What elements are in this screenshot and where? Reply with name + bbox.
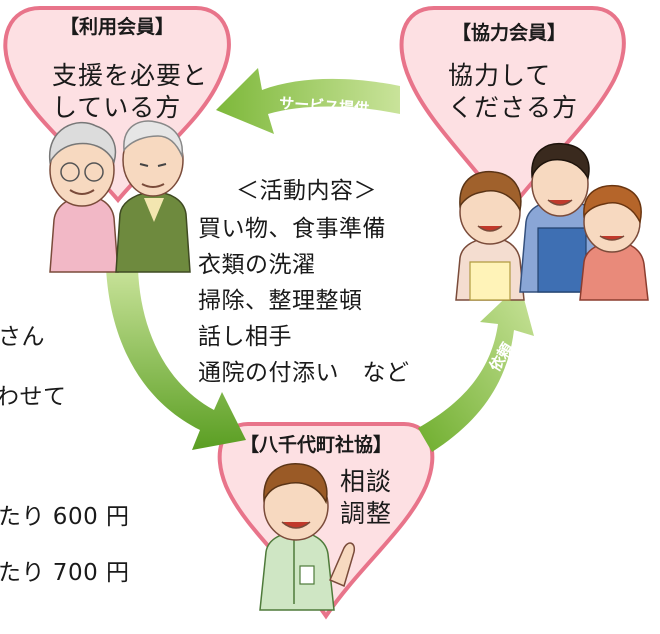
cooperating-member-line-1: 協力して — [448, 61, 552, 90]
cooperating-member-line-2: くださる方 — [448, 93, 579, 122]
activity-item: 通院の付添い など — [198, 360, 410, 386]
council-line-2: 調整 — [340, 499, 393, 528]
apply-arrow — [106, 268, 246, 450]
council-title: 【八千代町社協】 — [240, 434, 393, 456]
activities-heading: ＜活動内容＞ — [236, 178, 377, 204]
user-member-title: 【利用会員】 — [60, 16, 175, 38]
user-member-line-2: している方 — [52, 93, 182, 122]
clipped-text-4: たり 700 円 — [0, 560, 130, 586]
user-member-heart — [3, 6, 231, 204]
activity-item: 衣類の洗濯 — [198, 252, 316, 278]
council-line-1: 相談 — [340, 467, 393, 496]
cooperating-member-title: 【協力会員】 — [452, 22, 567, 44]
clipped-text-2: わせて — [0, 384, 67, 410]
clipped-text-1: さん — [0, 324, 45, 350]
elderly-couple-illustration — [49, 120, 191, 273]
activity-item: 話し相手 — [198, 324, 292, 350]
request-arrow — [418, 284, 534, 452]
council-staff-illustration — [259, 462, 356, 611]
activity-item: 掃除、整理整頓 — [198, 288, 363, 314]
user-member-line-1: 支援を必要と — [52, 61, 209, 90]
activity-item: 買い物、食事準備 — [198, 216, 386, 242]
cooperating-members-illustration — [455, 142, 649, 301]
clipped-text-3: たり 600 円 — [0, 504, 130, 530]
service-arrow — [216, 68, 400, 134]
